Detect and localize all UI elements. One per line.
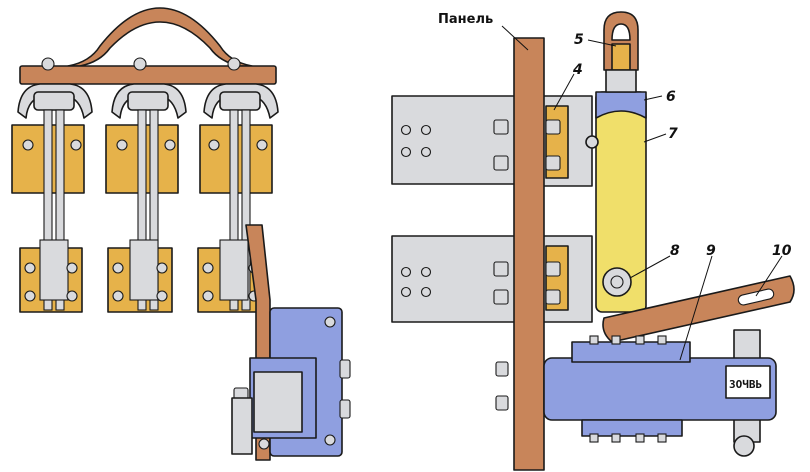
panel-board — [513, 37, 545, 471]
pole-2 — [105, 83, 187, 313]
callout-7: 7 — [668, 126, 678, 142]
drive-handle — [602, 275, 795, 343]
blade-cap — [595, 91, 647, 119]
callout-10: 10 — [772, 243, 792, 259]
upper-contact-plate — [391, 95, 523, 185]
lower-contact-plate — [391, 235, 523, 323]
pole-1 — [11, 83, 93, 313]
insulating-arch — [67, 7, 253, 67]
drive-top-plate — [571, 341, 691, 363]
right-switch-assembly: ЗОЧВЬ Панель 5 4 6 7 8 9 10 — [391, 11, 795, 471]
pole-3 — [197, 83, 279, 313]
handle-slots — [737, 288, 775, 306]
cross-bar-bolts — [41, 57, 241, 71]
callout-6: 6 — [666, 89, 676, 105]
callout-4: 4 — [572, 62, 583, 78]
handle-marking: ЗОЧВЬ — [729, 378, 762, 391]
left-switch-assembly — [11, 7, 351, 461]
panel-label: Панель — [438, 12, 493, 27]
callout-8: 8 — [670, 243, 680, 259]
callout-9: 9 — [706, 243, 716, 259]
eye-bolt — [603, 11, 639, 93]
leader-lines — [501, 25, 783, 361]
callout-5: 5 — [574, 32, 584, 48]
handle-plate — [725, 365, 771, 399]
